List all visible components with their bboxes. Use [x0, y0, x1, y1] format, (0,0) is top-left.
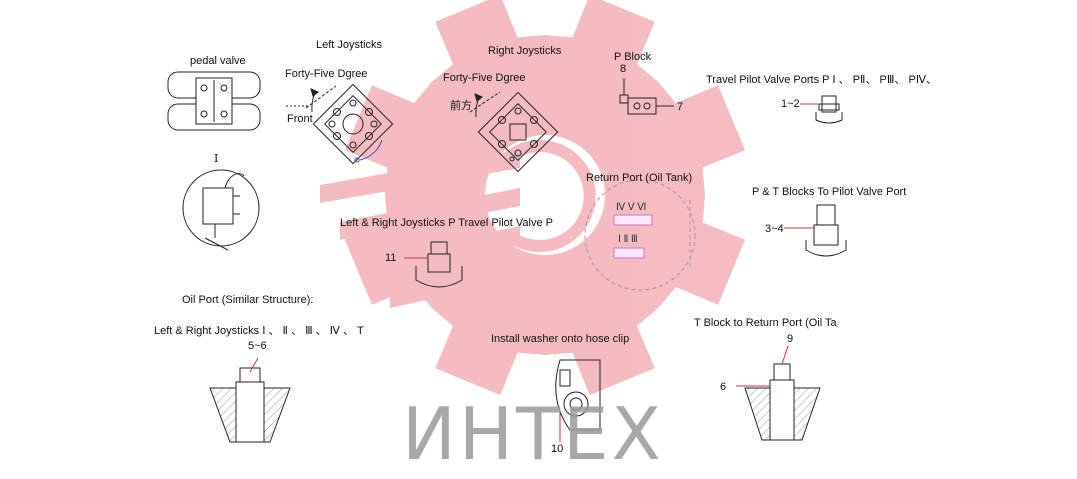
hose-clip-drawing — [555, 359, 601, 442]
fitting-3-4-drawing — [784, 204, 847, 257]
left-joystick-drawing — [286, 83, 394, 165]
ref-number-5-6: 5~6 — [248, 340, 267, 352]
ref-number-1-2: 1~2 — [781, 98, 800, 110]
speed-stripes — [320, 150, 520, 308]
pedal-valve-drawing — [167, 71, 261, 131]
label-forty-five-left: Forty-Five Dgree — [285, 68, 368, 80]
ref-number-10: 10 — [551, 443, 564, 455]
fitting-9-drawing — [736, 345, 821, 441]
ref-number-6: 6 — [720, 381, 727, 393]
watermark-gear-logo — [320, 0, 746, 396]
label-travel-pilot-valve-ports: Travel Pilot Valve Ports P Ⅰ 、 PⅡ、 PⅢ、 P… — [706, 74, 937, 86]
label-front: Front — [287, 113, 313, 125]
label-oil-port: Oil Port (Similar Structure): — [182, 294, 314, 306]
label-return-port: Return Port (Oil Tank) — [586, 172, 693, 184]
label-p-block: P Block — [614, 51, 652, 63]
label-ports-upper: Ⅳ Ⅴ Ⅵ — [616, 202, 647, 213]
p-block-drawing — [619, 78, 674, 115]
label-pt-blocks: P & T Blocks To Pilot Valve Port — [752, 186, 907, 198]
fitting-11-drawing — [404, 241, 463, 288]
return-port-drawing — [584, 179, 696, 291]
ref-number-11: 11 — [385, 252, 397, 264]
ref-number-3-4: 3~4 — [765, 223, 784, 235]
label-t-block: T Block to Return Port (Oil Ta — [694, 317, 837, 329]
label-detail-one: Ⅰ — [214, 152, 219, 165]
right-joystick-drawing — [469, 91, 559, 173]
fitting-5-6-drawing — [209, 357, 291, 443]
label-right-joysticks: Right Joysticks — [488, 45, 562, 57]
label-forty-five-right: Forty-Five Dgree — [443, 72, 526, 84]
ref-number-9: 9 — [787, 333, 794, 345]
ref-number-8: 8 — [620, 63, 627, 75]
label-ports-lower: Ⅰ Ⅱ Ⅲ — [618, 234, 638, 245]
label-install-washer: Install washer onto hose clip — [491, 333, 630, 345]
label-front-cn: 前方 — [450, 99, 472, 112]
label-lr-joysticks-p: Left & Right Joysticks P Travel Pilot Va… — [340, 217, 553, 229]
ref-number-7: 7 — [677, 101, 684, 113]
fitting-1-2-drawing — [800, 95, 843, 124]
label-lr-joysticks-ports: Left & Right Joysticks Ⅰ 、 Ⅱ 、 Ⅲ 、 Ⅳ 、 T — [154, 325, 364, 337]
label-pedal-valve: pedal valve — [190, 55, 246, 67]
detail-one-drawing — [182, 169, 260, 251]
watermark-text: ИНТЕХ — [402, 392, 664, 476]
label-left-joysticks: Left Joysticks — [316, 39, 383, 51]
